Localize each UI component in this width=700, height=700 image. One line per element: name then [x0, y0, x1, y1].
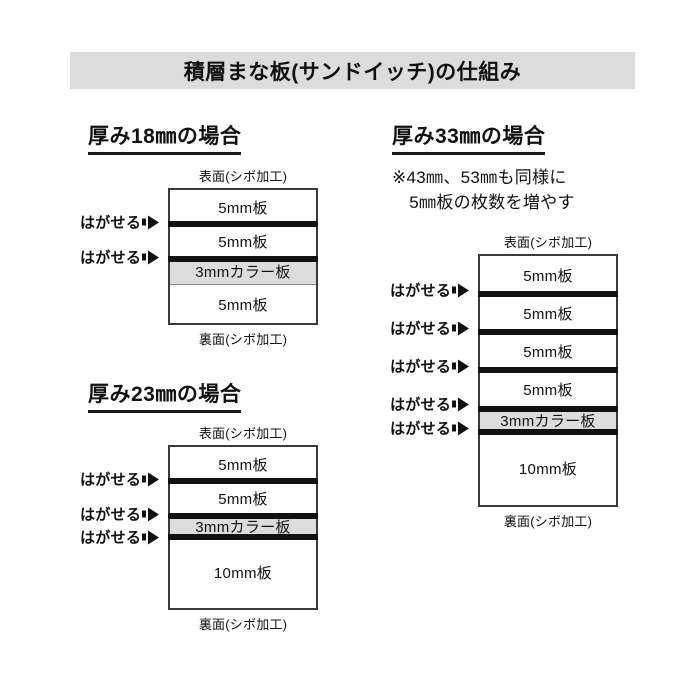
page-title: 積層まな板(サンドイッチ)の仕組み	[183, 60, 522, 84]
arrow-stem	[142, 510, 147, 518]
right-arrow-icon	[148, 250, 160, 264]
layer-row: 5mm板	[478, 367, 618, 408]
section-heading-33: 厚み33㎜の場合	[392, 120, 546, 155]
front-face-label-23: 表面(シボ加工)	[198, 426, 288, 441]
layer-row: 5mm板	[480, 256, 616, 294]
stack-diagram-23: 表面(シボ加工) 5mm板 5mm板 3mmカラー板 10mm板 裏面(シボ加工…	[168, 423, 318, 633]
layer-row-colored: 3mmカラー板	[168, 256, 318, 285]
layer-row: 10mm板	[168, 534, 318, 608]
layer-label: 3mmカラー板	[195, 518, 291, 536]
right-arrow-icon	[458, 321, 470, 335]
layer-label: 5mm板	[218, 233, 268, 251]
layer-row: 5mm板	[478, 291, 618, 332]
layer-label: 10mm板	[213, 565, 273, 582]
peel-label: はがせる	[80, 471, 142, 489]
layer-row: 5mm板	[170, 285, 316, 323]
arrow-stem	[142, 533, 147, 541]
peel-label: はがせる	[80, 506, 142, 524]
peel-label: はがせる	[390, 320, 452, 338]
section-note-33: ※43㎜、53㎜も同様に 5㎜板の枚数を増やす	[392, 168, 575, 212]
peel-marker: はがせる	[80, 212, 160, 233]
front-face-label-18: 表面(シボ加工)	[198, 169, 288, 184]
layer-row: 5mm板	[170, 447, 316, 481]
front-face-label-33: 表面(シボ加工)	[503, 235, 593, 250]
right-arrow-icon	[148, 472, 160, 486]
peel-label: はがせる	[390, 420, 452, 438]
back-face-label-33: 裏面(シボ加工)	[503, 514, 593, 529]
layer-row-colored: 3mmカラー板	[478, 406, 618, 432]
layer-row: 10mm板	[478, 429, 618, 505]
layer-stack-33: 5mm板 5mm板 5mm板 5mm板 3mmカラー板 10mm板	[478, 254, 618, 507]
right-arrow-icon	[148, 530, 160, 544]
layer-row: 5mm板	[170, 190, 316, 224]
right-arrow-icon	[458, 359, 470, 373]
layer-row: 5mm板	[168, 478, 318, 515]
layer-row: 5mm板	[168, 221, 318, 258]
page-title-banner: 積層まな板(サンドイッチ)の仕組み	[70, 52, 635, 89]
section-heading-18: 厚み18㎜の場合	[88, 120, 242, 155]
peel-marker: はがせる	[390, 280, 470, 301]
layer-label: 5mm板	[218, 490, 268, 508]
right-arrow-icon	[148, 507, 160, 521]
right-arrow-icon	[148, 215, 160, 229]
layer-label: 5mm板	[523, 305, 573, 323]
peel-label: はがせる	[80, 214, 142, 232]
peel-label: はがせる	[390, 396, 452, 414]
layer-stack-23: 5mm板 5mm板 3mmカラー板 10mm板	[168, 445, 318, 610]
arrow-stem	[452, 362, 457, 370]
layer-label: 5mm板	[218, 456, 268, 474]
arrow-stem	[452, 400, 457, 408]
peel-marker: はがせる	[390, 318, 470, 339]
section-heading-23: 厚み23㎜の場合	[88, 378, 242, 413]
layer-label: 5mm板	[523, 381, 573, 399]
peel-marker: はがせる	[390, 356, 470, 377]
layer-label: 10mm板	[518, 461, 578, 478]
layer-row: 5mm板	[478, 329, 618, 370]
layer-stack-18: 5mm板 5mm板 3mmカラー板 5mm板	[168, 188, 318, 325]
right-arrow-icon	[458, 283, 470, 297]
back-face-label-23: 裏面(シボ加工)	[198, 617, 288, 632]
peel-marker: はがせる	[390, 418, 470, 439]
layer-label: 5mm板	[218, 296, 268, 314]
peel-marker: はがせる	[80, 247, 160, 268]
layer-label: 5mm板	[523, 343, 573, 361]
stack-diagram-33: 表面(シボ加工) 5mm板 5mm板 5mm板 5mm板 3mmカラー板 10m…	[478, 232, 618, 530]
arrow-stem	[142, 218, 147, 226]
peel-marker: はがせる	[80, 527, 160, 548]
arrow-stem	[142, 253, 147, 261]
peel-label: はがせる	[390, 282, 452, 300]
stack-diagram-18: 表面(シボ加工) 5mm板 5mm板 3mmカラー板 5mm板 裏面(シボ加工)	[168, 166, 318, 348]
peel-marker: はがせる	[390, 394, 470, 415]
arrow-stem	[452, 424, 457, 432]
peel-label: はがせる	[80, 249, 142, 267]
layer-label: 5mm板	[523, 267, 573, 285]
right-arrow-icon	[458, 421, 470, 435]
layer-label: 3mmカラー板	[500, 412, 596, 430]
arrow-stem	[142, 475, 147, 483]
peel-marker: はがせる	[80, 504, 160, 525]
arrow-stem	[452, 286, 457, 294]
layer-label: 3mmカラー板	[195, 264, 291, 281]
peel-label: はがせる	[390, 358, 452, 376]
arrow-stem	[452, 324, 457, 332]
layer-label: 5mm板	[218, 199, 268, 217]
peel-label: はがせる	[80, 529, 142, 547]
right-arrow-icon	[458, 397, 470, 411]
back-face-label-18: 裏面(シボ加工)	[198, 332, 288, 347]
peel-marker: はがせる	[80, 469, 160, 490]
